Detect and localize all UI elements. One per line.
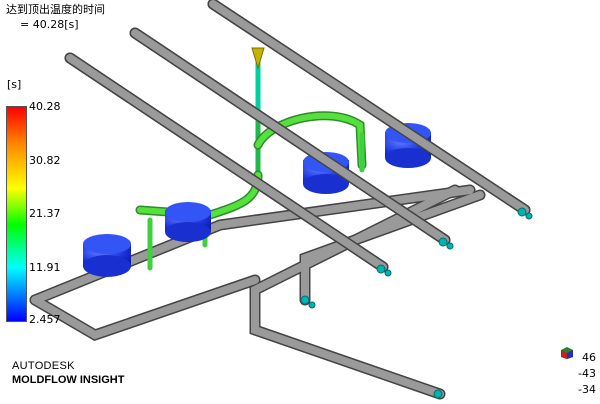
result-title: 达到顶出温度的时间 — [6, 3, 105, 16]
legend-tick-4: 11.91 — [29, 261, 61, 274]
legend-tick-3: 21.37 — [29, 207, 61, 220]
legend-tick-max: 40.28 — [29, 100, 61, 113]
legend-unit: [s] — [7, 78, 22, 91]
color-legend-bar — [6, 106, 27, 322]
coolant-fittings — [300, 207, 533, 399]
triad-label-y: -43 — [578, 367, 596, 380]
triad-label-z: -34 — [578, 383, 596, 396]
triad-label-x: 46 — [582, 351, 596, 364]
orientation-triad[interactable] — [560, 345, 574, 359]
brand-moldflow: MOLDFLOW INSIGHT — [12, 374, 125, 386]
axis-triad-icon — [561, 347, 573, 359]
sprue-gate — [251, 47, 265, 70]
result-value: = 40.28[s] — [20, 18, 79, 31]
legend-tick-min: 2.457 — [29, 313, 61, 326]
part-2 — [165, 202, 211, 242]
cooling-channels-front — [64, 0, 531, 273]
part-1 — [83, 234, 131, 277]
legend-tick-2: 30.82 — [29, 154, 61, 167]
brand-autodesk: AUTODESK — [12, 360, 75, 372]
